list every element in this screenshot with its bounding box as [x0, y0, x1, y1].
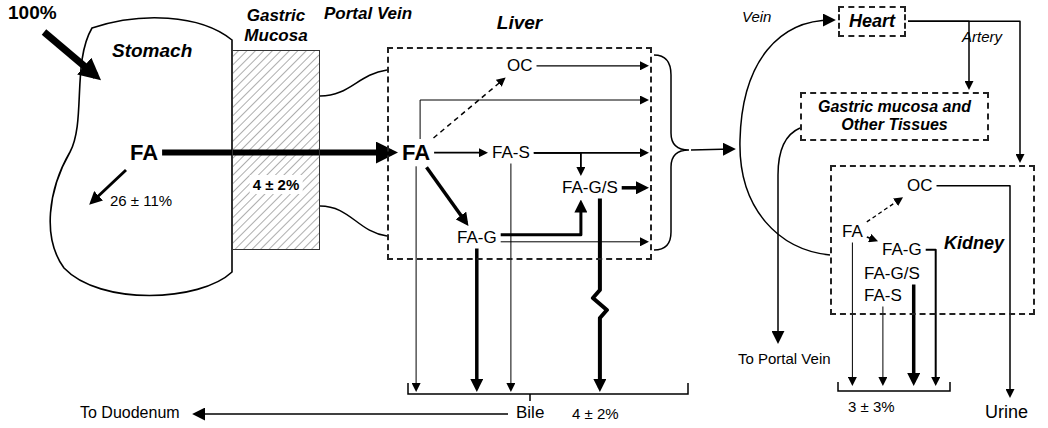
node-text: FA	[130, 140, 158, 165]
node-text: FA-G/S	[562, 178, 618, 198]
node-text: Heart	[849, 11, 895, 32]
flow-arrow	[501, 203, 581, 234]
duodenum-arrow	[196, 413, 508, 415]
flow-arrow	[534, 153, 581, 174]
compound-label: FA	[128, 140, 160, 165]
metabolite-label: FA-G	[455, 228, 499, 248]
metabolite-label: FA-G/S	[560, 178, 620, 198]
percent-label: 26 ± 11%	[110, 192, 172, 209]
bile-arrow	[510, 164, 511, 390]
tissue-box: Gastric mucosa and Other Tissues	[800, 92, 989, 141]
urine-arrow	[852, 243, 853, 384]
bile-bracket	[408, 383, 688, 401]
node-text: FA-G/S	[864, 264, 920, 284]
node-text: FA-S	[492, 143, 530, 163]
metabolite-label: OC	[905, 176, 935, 196]
stomach-outline: StomachFA	[40, 10, 235, 310]
node-text: OC	[507, 56, 533, 76]
node-text: FA-G	[882, 240, 922, 260]
stomach-wall	[50, 18, 232, 296]
vessel-label: Artery	[962, 28, 1002, 45]
urine-arrow	[912, 285, 916, 383]
flow-arrow	[427, 167, 467, 223]
urine-arrow	[937, 186, 1011, 395]
bile-arrow	[593, 199, 607, 389]
efflux-arrow	[537, 65, 647, 66]
compound-label: FA	[400, 140, 432, 165]
urine-bracket	[838, 382, 950, 391]
vessel-label: Portal Vein	[324, 4, 384, 24]
flow-arrow	[908, 21, 969, 87]
metabolite-label: FA-S	[862, 286, 904, 306]
node-heading: Liver	[389, 12, 650, 34]
node-text: FA	[402, 140, 430, 165]
efflux-arrow	[622, 186, 645, 190]
to-portal-arrow	[778, 128, 800, 340]
percent-label: 4 ± 2%	[572, 405, 619, 422]
percent-label: 3 ± 3%	[848, 398, 895, 415]
efflux-arrow	[501, 241, 647, 242]
percent-label: 100%	[8, 2, 57, 24]
node-text: FA-G	[457, 228, 497, 248]
node-text: FA	[842, 222, 863, 242]
vein-arc	[740, 140, 830, 255]
efflux-arrow	[534, 152, 647, 154]
flow-arrow	[867, 237, 876, 240]
metabolite-label: FA-G	[880, 240, 924, 260]
excretion-label: Urine	[985, 402, 1028, 423]
flow-arrow	[867, 199, 901, 222]
flow-arrow	[434, 152, 485, 154]
excretion-label: Bile	[516, 403, 544, 423]
liver-compartment: LiverFAOCFA-SFA-G/SFA-G	[387, 47, 652, 260]
flow-arrow	[162, 150, 391, 156]
metabolite-label: FA-G/S	[862, 264, 922, 284]
node-heading: Kidney	[944, 233, 1004, 254]
node-heading: Stomach	[112, 40, 192, 62]
efflux-arrow	[420, 100, 646, 139]
node-text: Gastric mucosa and Other Tissues	[812, 98, 977, 135]
urine-arrow	[882, 307, 883, 384]
bile-arrow	[475, 249, 479, 389]
vein-arc	[740, 20, 832, 140]
destination-label: To Duodenum	[80, 404, 180, 422]
portal-vein-wall	[320, 70, 387, 96]
kidney-compartment: Kidney FA OC FA-G FA-G/SFA-S	[830, 165, 1035, 315]
bile-arrow	[416, 166, 417, 389]
compound-label: FA	[840, 222, 865, 242]
metabolite-label: FA-S	[490, 143, 532, 163]
urine-arrow	[926, 250, 936, 383]
node-heading: Gastric Mucosa	[232, 6, 320, 45]
to-vein-arrow	[691, 149, 732, 150]
node-text: OC	[907, 176, 933, 196]
destination-label: To Portal Vein	[738, 350, 822, 367]
gastric-mucosa-layer: Gastric Mucosa4 ± 2%	[232, 50, 320, 250]
intake-arrow	[44, 32, 96, 76]
node-text: FA-S	[864, 286, 902, 306]
portal-vein-wall	[320, 206, 387, 236]
vessel-label: Vein	[742, 8, 771, 25]
flow-arrow	[434, 79, 504, 138]
liver-output-brace	[654, 55, 689, 250]
value-label: 4 ± 2%	[250, 175, 303, 194]
metabolite-label: OC	[505, 56, 535, 76]
heart-box: Heart	[838, 6, 906, 37]
